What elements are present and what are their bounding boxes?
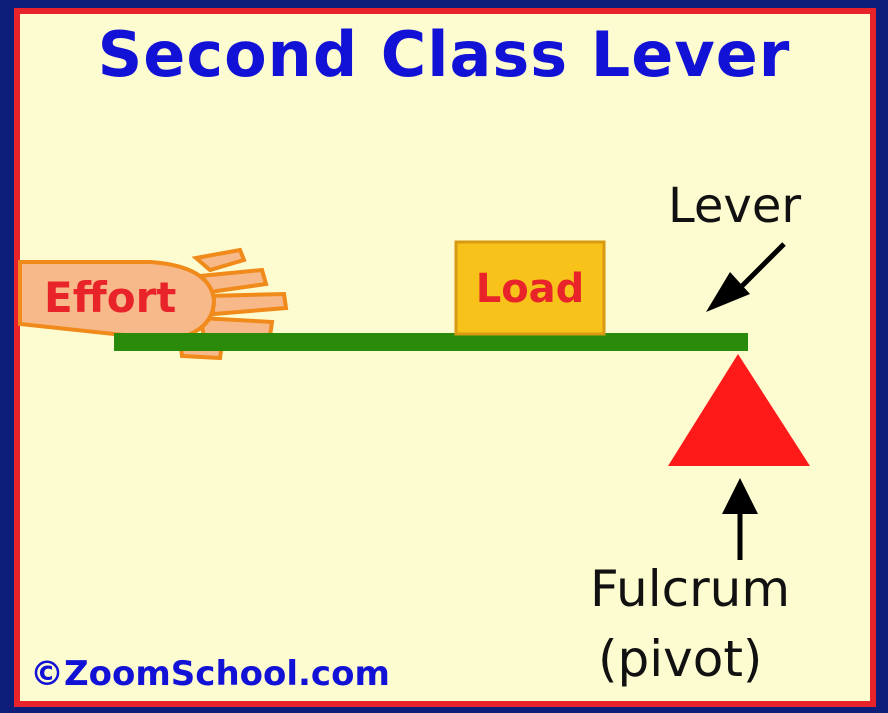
effort-label: Effort [44,273,176,322]
fulcrum-arrow-icon [722,478,758,560]
lever-label: Lever [668,178,802,234]
diagram-panel [14,8,876,707]
diagram-title: Second Class Lever [97,18,791,91]
triangle-icon [668,354,810,466]
hand-icon: Effort [18,247,289,361]
lever-arrow-icon [706,242,786,312]
load-box: Load [454,240,606,336]
pivot-label: (pivot) [598,630,763,688]
fulcrum-label: Fulcrum [590,560,791,618]
lever-bar [114,333,748,351]
copyright-text: ©ZoomSchool.com [30,654,390,694]
load-label: Load [476,266,585,312]
